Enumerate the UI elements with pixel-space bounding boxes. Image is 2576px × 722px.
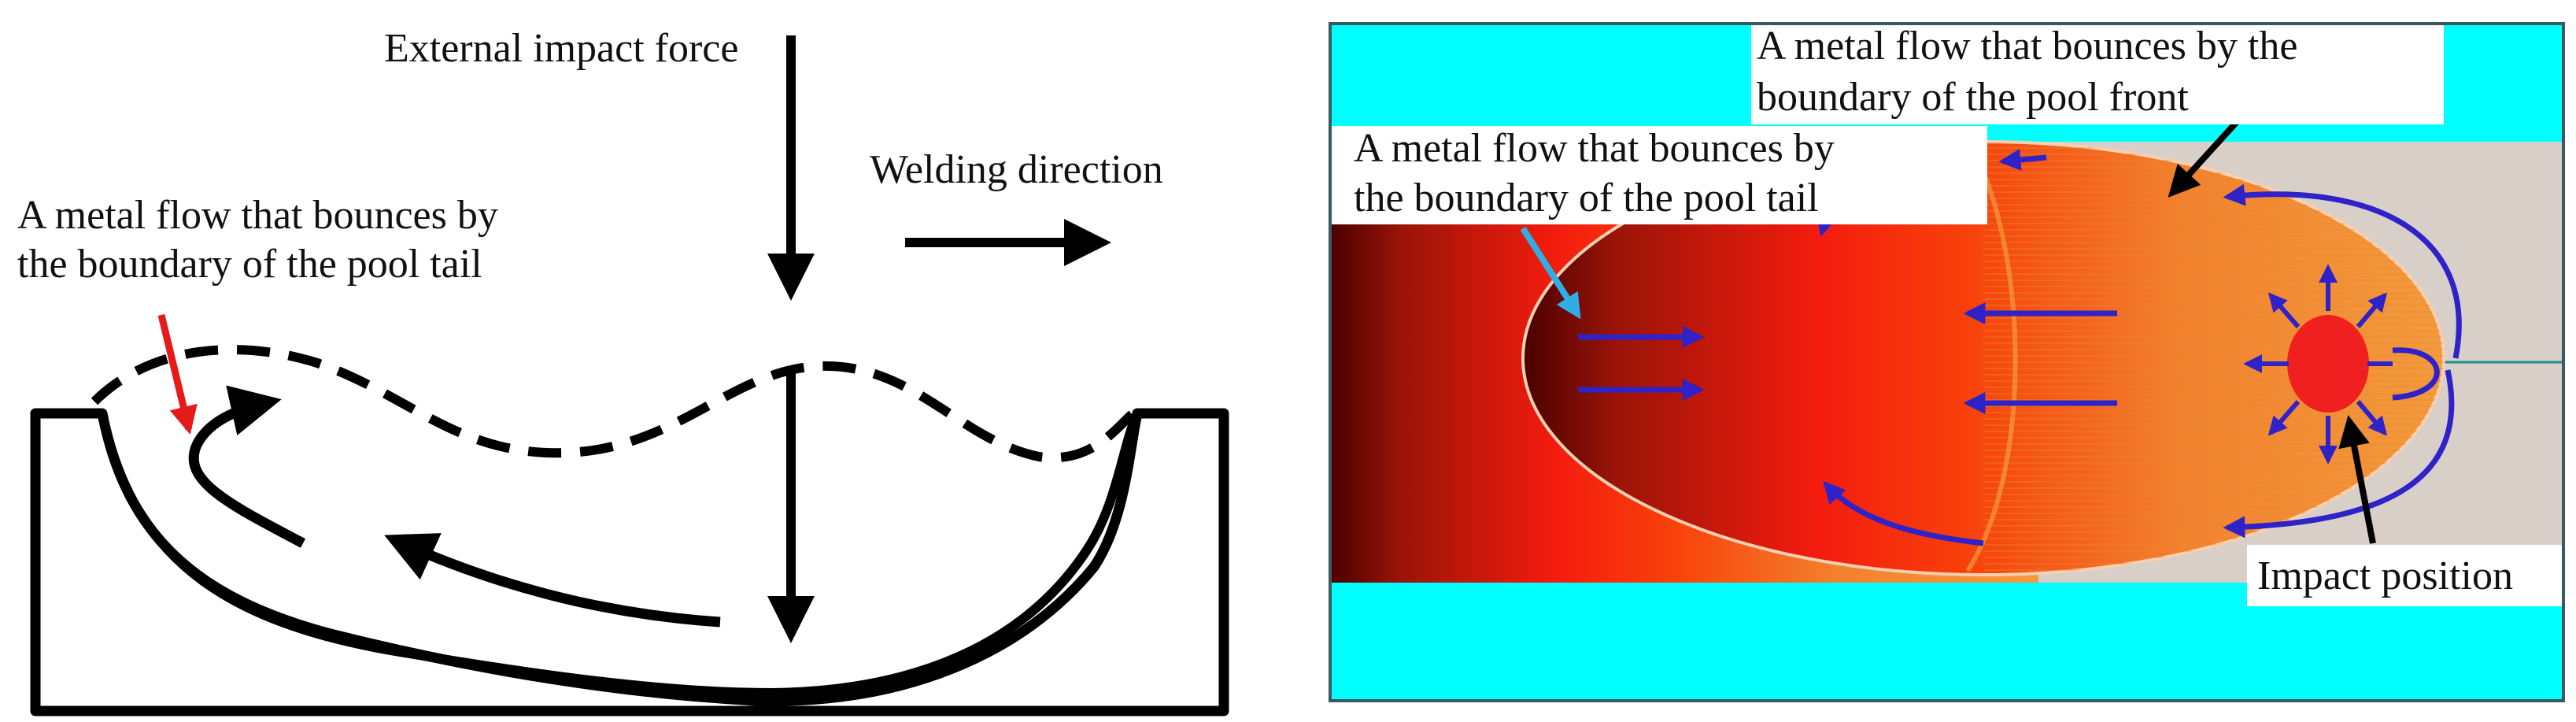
pool-zone-boundary xyxy=(1965,144,2018,572)
pool-bottom-contour xyxy=(98,411,1142,698)
impact-pointer-arrow xyxy=(2338,415,2376,544)
flow-arrow-top-right xyxy=(1998,149,2047,171)
left-panel-cross-section: External impact force Welding direction … xyxy=(17,26,1229,716)
tail-label-box xyxy=(1330,126,1987,224)
right-panel-top-view: A metal flow that bounces by the boundar… xyxy=(1329,22,2565,702)
right-panel-frame xyxy=(1329,22,2565,702)
tail-return-flow-arrow xyxy=(188,385,306,548)
label-front-flow-line2: boundary of the pool front xyxy=(1757,75,2189,120)
label-impact-position: Impact position xyxy=(2257,554,2513,598)
cyan-pointer-arrow xyxy=(1520,226,1581,320)
front-flow-arrow-upper xyxy=(2223,183,2462,359)
backward-flow-arrow xyxy=(384,533,721,628)
front-flow-arrow-inner xyxy=(2392,347,2440,401)
impact-label-box xyxy=(2247,545,2563,606)
label-tail-flow-line2: the boundary of the pool tail xyxy=(17,242,482,287)
front-flow-arrow-lower xyxy=(2223,369,2455,539)
label-front-flow-line1: A metal flow that bounces by the xyxy=(1757,24,2297,68)
pool-free-surface-dashed xyxy=(91,345,1140,463)
label-right-tail-flow-line2: the boundary of the pool tail xyxy=(1354,176,1819,220)
label-welding-direction: Welding direction xyxy=(870,147,1163,192)
flow-arrow-bottom-left xyxy=(1823,480,1984,546)
front-label-box xyxy=(1751,24,2444,124)
label-external-impact-force: External impact force xyxy=(384,26,738,71)
label-tail-flow-line1: A metal flow that bounces by xyxy=(17,193,498,238)
radial-impact-arrows xyxy=(2243,264,2393,465)
impact-position-spot xyxy=(2287,315,2369,413)
red-pointer-arrow xyxy=(157,313,198,435)
label-right-tail-flow-line1: A metal flow that bounces by xyxy=(1354,126,1835,171)
substrate-outline xyxy=(30,408,1229,716)
